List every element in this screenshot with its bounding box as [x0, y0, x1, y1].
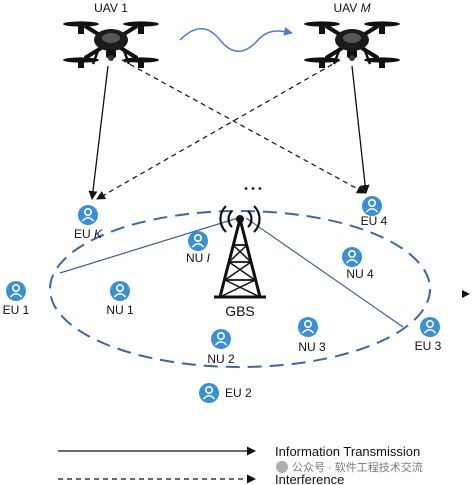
- uav-1-label: UAV 1: [94, 1, 128, 15]
- user-label: EU 4: [361, 214, 388, 228]
- uav-m-drone-icon: [302, 19, 402, 70]
- wechat-icon: [276, 461, 288, 473]
- user-label: EU 2: [225, 386, 252, 400]
- user-label: NU 4: [346, 267, 374, 281]
- user-icon: [210, 328, 232, 350]
- user-label: NU 1: [106, 303, 134, 317]
- user-icon: [419, 316, 441, 338]
- user-icon: [361, 195, 383, 217]
- user-eu2: EU 2: [198, 382, 252, 404]
- right-arrowhead-icon: [462, 290, 470, 298]
- user-eu4: EU 4: [361, 195, 388, 228]
- user-nu1: NU 1: [106, 280, 134, 317]
- user-nu2: NU 2: [207, 328, 235, 366]
- user-label: EU K: [74, 227, 103, 241]
- watermark: 公众号 · 软件工程技术交流: [276, 460, 423, 474]
- user-nu4: NU 4: [341, 246, 374, 281]
- user-eu3: EU 3: [415, 316, 442, 353]
- gbs-boundary-line-right: [245, 217, 404, 328]
- user-label: EU 3: [415, 339, 442, 353]
- user-nui: NU I: [186, 230, 211, 265]
- user-icon: [341, 246, 363, 268]
- user-icon: [198, 382, 220, 404]
- gbs-label: GBS: [225, 303, 255, 319]
- user-nu3: NU 3: [297, 316, 326, 354]
- gbs-boundary-line-left: [59, 217, 239, 274]
- legend-dashed-label: Interference: [275, 472, 344, 485]
- user-icon: [297, 316, 319, 338]
- gbs-tower-icon: [214, 205, 266, 299]
- user-icon: [77, 204, 99, 226]
- uav1-to-euk-transmission-arrow: [88, 65, 109, 200]
- user-label: NU 3: [298, 340, 326, 354]
- uav-1-drone-icon: [61, 19, 161, 70]
- coverage-ellipse: [49, 210, 431, 368]
- user-euk: EU K: [74, 204, 103, 241]
- uav1-to-eu4-interference-arrow: [121, 59, 366, 194]
- user-icon: [187, 230, 209, 252]
- watermark-text: 公众号 · 软件工程技术交流: [292, 460, 423, 474]
- user-eu1: EU 1: [3, 280, 30, 317]
- more-uavs-ellipsis: • • •: [244, 183, 262, 195]
- legend-solid-label: Information Transmission: [275, 444, 420, 459]
- user-icon: [5, 280, 27, 302]
- user-label: EU 1: [3, 303, 30, 317]
- user-label: NU 2: [207, 352, 235, 366]
- user-label: NU I: [186, 251, 211, 265]
- legend: Information Transmission Interference: [58, 444, 420, 485]
- user-icon: [109, 280, 131, 302]
- uavm-to-eu4-transmission-arrow: [351, 65, 370, 194]
- uav-trajectory-wave: [179, 26, 293, 52]
- uav-m-label: UAV M: [333, 1, 370, 15]
- uavm-to-euk-interference-arrow: [96, 59, 341, 200]
